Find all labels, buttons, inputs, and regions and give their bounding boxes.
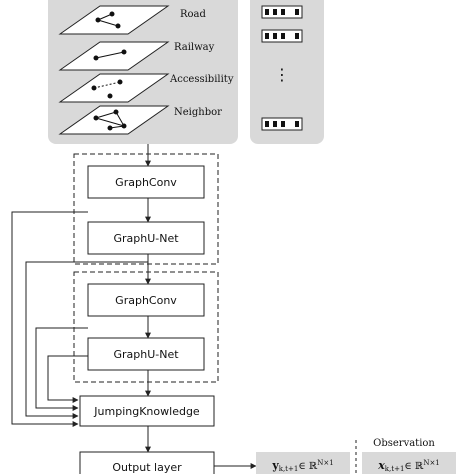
layer-label-road: Road	[180, 9, 207, 20]
layer-label-accessibility: Accessibility	[169, 74, 234, 85]
layer-accessibility	[58, 73, 170, 103]
jumping-knowledge-label: JumpingKnowledge	[93, 405, 200, 418]
neighbor-graph-icon	[93, 109, 127, 131]
graphunet-label-1: GraphU-Net	[113, 232, 179, 245]
layer-label-railway: Railway	[174, 42, 215, 53]
graphconv-label-2: GraphConv	[115, 294, 177, 307]
graphconv-box-1	[87, 165, 205, 199]
railway-graph-icon	[93, 49, 127, 61]
graphunet-box-1	[87, 221, 205, 255]
accessibility-graph-icon	[91, 79, 123, 99]
feature-vector-2	[261, 29, 303, 43]
layer-label-neighbor: Neighbor	[174, 107, 222, 118]
skip-conv2	[35, 327, 88, 411]
observation-title: Observation	[373, 438, 435, 449]
graphunet-label-2: GraphU-Net	[113, 348, 179, 361]
skip-conv1	[11, 211, 88, 427]
layer-road	[58, 5, 170, 35]
skip-unet1	[25, 261, 148, 419]
layer-neighbor	[58, 105, 170, 135]
jumping-knowledge-box	[79, 395, 215, 427]
observation-box	[362, 452, 456, 474]
feature-ellipsis: ⋮	[274, 65, 290, 84]
prediction-formula: yk,t+1∈ ℝN×1	[271, 459, 333, 473]
road-graph-icon	[95, 11, 121, 29]
observation-formula: xk,t+1∈ ℝN×1	[377, 459, 440, 473]
output-layer-label: Output layer	[112, 461, 182, 474]
feature-vector-n	[261, 117, 303, 131]
output-layer-box	[79, 451, 215, 474]
skip-unet2	[47, 355, 88, 403]
prediction-box	[256, 452, 350, 474]
gnn-block-2	[73, 271, 219, 383]
gnn-block-1	[73, 153, 219, 265]
graph-layers-panel	[48, 0, 238, 144]
layer-railway	[58, 41, 170, 71]
graphconv-box-2	[87, 283, 205, 317]
feature-vector-1	[261, 5, 303, 19]
graphconv-label-1: GraphConv	[115, 176, 177, 189]
graphunet-box-2	[87, 337, 205, 371]
